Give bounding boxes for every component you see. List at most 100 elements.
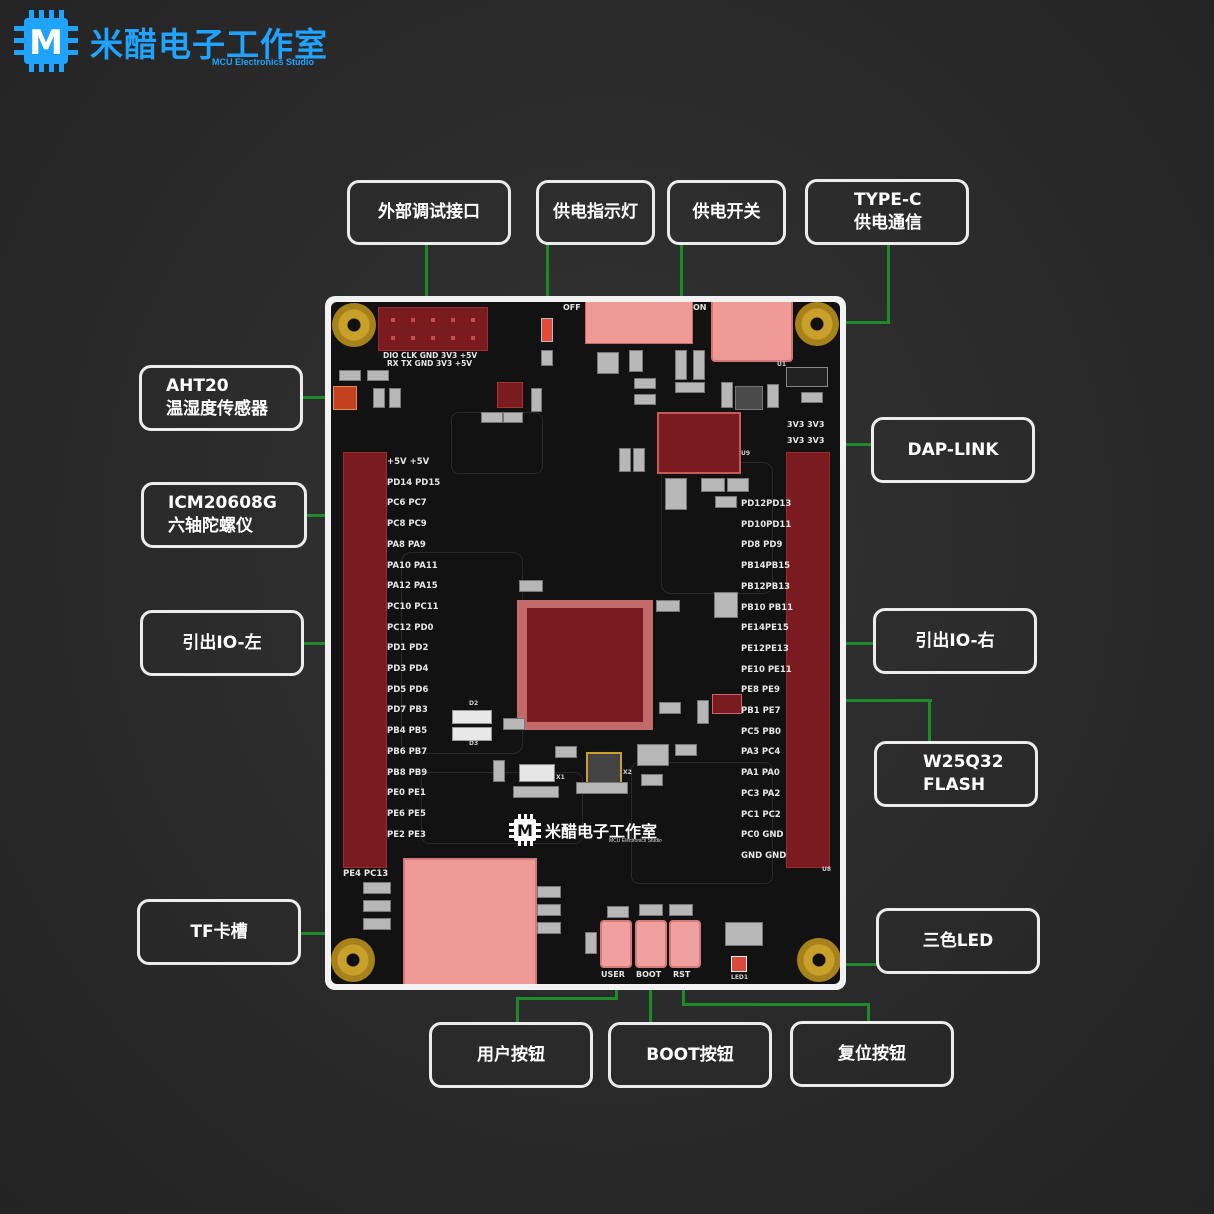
right-pin-label: PB12PB13 bbox=[741, 581, 791, 592]
user-button[interactable] bbox=[600, 920, 632, 968]
u8-label: U8 bbox=[822, 866, 832, 873]
left-pin-label: PA12 PA15 bbox=[387, 581, 438, 592]
smd-part bbox=[531, 388, 542, 412]
brand-logo: M 米醋电子工作室 MCU Electronics Studio bbox=[8, 6, 338, 72]
callout-power-switch: 供电开关 bbox=[667, 180, 786, 245]
left-bottom-label: PE4 PC13 bbox=[343, 869, 389, 879]
smd-part bbox=[537, 922, 561, 934]
wire-rst-h bbox=[682, 1003, 870, 1006]
smd-part bbox=[629, 350, 643, 372]
smd-part bbox=[715, 496, 737, 508]
right-pin-label: PD10PD11 bbox=[741, 519, 792, 530]
smd-part bbox=[697, 700, 709, 724]
wire-typec-v bbox=[887, 244, 890, 324]
dap-3v3-top: 3V3 3V3 bbox=[787, 420, 825, 429]
boot-button[interactable] bbox=[635, 920, 667, 968]
dap-jumper bbox=[786, 367, 828, 387]
mount-hole bbox=[797, 938, 840, 982]
tf-card-slot bbox=[403, 858, 537, 984]
right-pin-label: PB14PB15 bbox=[741, 561, 791, 572]
switch-off-label: OFF bbox=[563, 303, 581, 312]
right-pin-label: PC1 PC2 bbox=[741, 809, 781, 820]
callout-user-button: 用户按钮 bbox=[429, 1022, 593, 1088]
right-pin-label: PD12PD13 bbox=[741, 499, 792, 509]
smd-part bbox=[721, 382, 733, 408]
smd-part bbox=[389, 388, 401, 408]
wire-boot bbox=[649, 968, 652, 1023]
dap-3v3-bottom: 3V3 3V3 bbox=[787, 436, 825, 445]
led1-label: LED1 bbox=[731, 974, 749, 981]
crystal-x2 bbox=[586, 752, 622, 784]
callout-dap-link: DAP-LINK bbox=[871, 417, 1035, 483]
right-pin-label: PB10 PB11 bbox=[741, 602, 794, 613]
right-pin-label: PE10 PE11 bbox=[741, 664, 792, 675]
smd-part bbox=[675, 350, 687, 380]
wire-rst-v2 bbox=[867, 1003, 870, 1023]
wire-power-led bbox=[546, 244, 549, 314]
smd-part bbox=[576, 782, 628, 794]
smd-part bbox=[339, 370, 361, 381]
svg-text:M: M bbox=[517, 821, 533, 840]
left-pin-label: PD5 PD6 bbox=[387, 684, 429, 695]
icm20608g-chip bbox=[497, 382, 523, 408]
switch-on-label: ON bbox=[693, 303, 707, 312]
left-pin-label: PE6 PE5 bbox=[387, 808, 426, 819]
left-pin-label: PC12 PD0 bbox=[387, 622, 434, 633]
smd-part bbox=[633, 448, 645, 472]
wire-user-v2 bbox=[516, 997, 519, 1023]
wire-w25-v bbox=[928, 699, 931, 743]
left-pin-label: PB4 PB5 bbox=[387, 726, 428, 737]
silk-brand-sub: MCU Electronics Studio bbox=[609, 838, 662, 844]
reset-button[interactable] bbox=[669, 920, 701, 968]
smd-part bbox=[555, 746, 577, 758]
smd-part bbox=[714, 592, 738, 618]
left-pin-label: +5V +5V bbox=[387, 457, 430, 467]
rst-btn-label: RST bbox=[673, 970, 691, 979]
smd-part bbox=[639, 904, 663, 916]
mount-hole bbox=[331, 938, 375, 982]
silk-chip-icon: M bbox=[509, 814, 541, 846]
smd-part bbox=[585, 932, 597, 954]
smd-part bbox=[675, 744, 697, 756]
debug-header bbox=[378, 307, 488, 351]
power-led-component bbox=[541, 318, 553, 342]
left-pin-label: PC6 PC7 bbox=[387, 498, 427, 509]
crystal-x1 bbox=[519, 764, 555, 782]
smd-part bbox=[675, 382, 705, 393]
brand-subtitle: MCU Electronics Studio bbox=[212, 57, 315, 67]
wire-user-h bbox=[516, 997, 618, 1000]
smd-part bbox=[801, 392, 823, 403]
aht20-sensor bbox=[333, 386, 357, 410]
right-pin-label: PD8 PD9 bbox=[741, 540, 783, 551]
silk-brand: M 米醋电子工作室 MCU Electronics Studio bbox=[509, 814, 679, 848]
boot-btn-label: BOOT bbox=[636, 970, 662, 979]
callout-reset-button: 复位按钮 bbox=[790, 1021, 954, 1087]
left-pin-label: PC8 PC9 bbox=[387, 519, 427, 530]
smd-part bbox=[735, 386, 763, 410]
smd-part bbox=[373, 388, 385, 408]
u1-label: U1 bbox=[777, 361, 787, 368]
u9-label: U9 bbox=[741, 450, 751, 457]
right-pin-label: PB1 PE7 bbox=[741, 706, 781, 716]
right-pin-label: PC5 PB0 bbox=[741, 726, 781, 737]
smd-part bbox=[503, 412, 523, 423]
diode-d3 bbox=[452, 727, 492, 741]
callout-tf-slot: TF卡槽 bbox=[137, 899, 301, 965]
wire-aht20 bbox=[302, 396, 332, 399]
callout-debug-port: 外部调试接口 bbox=[347, 180, 511, 245]
smd-part bbox=[693, 350, 705, 380]
smd-part bbox=[665, 478, 687, 510]
smd-part bbox=[634, 378, 656, 389]
wire-debug bbox=[425, 244, 428, 306]
pcb-board: DIO CLK GND 3V3 +5V RX TX GND 3V3 +5V OF… bbox=[331, 302, 840, 984]
rgb-led bbox=[731, 956, 747, 972]
left-pin-label: PD1 PD2 bbox=[387, 643, 429, 654]
smd-part bbox=[503, 718, 525, 730]
left-pin-label: PE2 PE3 bbox=[387, 829, 426, 840]
left-pin-label: PD3 PD4 bbox=[387, 664, 429, 674]
brand-title: 米醋电子工作室 bbox=[90, 25, 328, 64]
